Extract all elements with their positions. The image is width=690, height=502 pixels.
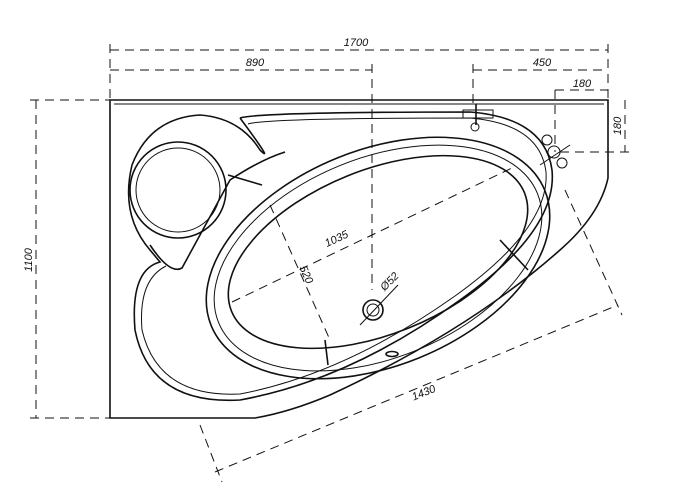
dim-1430: 1430: [410, 383, 438, 404]
basin-step: [205, 136, 551, 380]
dimension-lines: [30, 44, 630, 483]
tub-rim: [127, 111, 554, 402]
dim-450: 450: [533, 57, 552, 69]
seat: [129, 141, 227, 239]
dim-drain: Ø52: [378, 270, 402, 294]
dim-1700: 1700: [344, 37, 369, 49]
tub-outline: [109, 99, 609, 419]
basin: [227, 154, 529, 350]
dim-520: 520: [297, 264, 316, 286]
dim-890: 890: [246, 57, 265, 69]
tap-fittings: [462, 104, 571, 169]
drain: [362, 299, 384, 321]
dim-180-x: 180: [573, 78, 592, 90]
dim-1100: 1100: [23, 247, 35, 272]
dim-180-y: 180: [612, 116, 624, 135]
